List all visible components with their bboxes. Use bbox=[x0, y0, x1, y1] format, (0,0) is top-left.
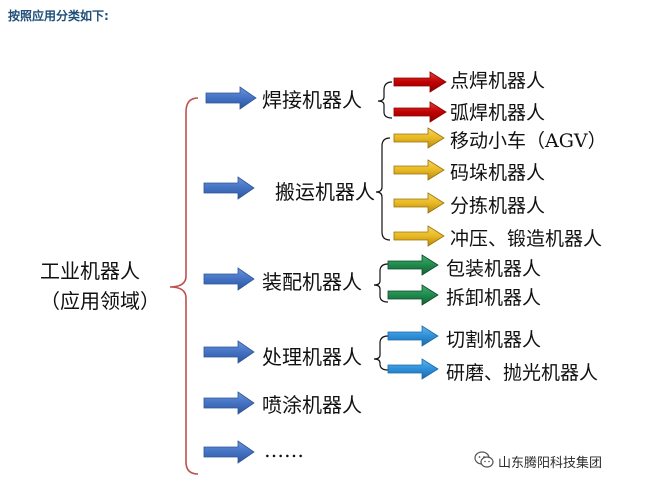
arrow-grinding bbox=[387, 358, 439, 380]
sub-brackets bbox=[373, 81, 393, 371]
category-assembly: 装配机器人 bbox=[262, 270, 362, 294]
arrow-palletizing bbox=[393, 159, 445, 181]
child-sorting: 分拣机器人 bbox=[450, 195, 546, 217]
root-node: 工业机器人 （应用领域） bbox=[40, 256, 160, 316]
arrow-handling bbox=[203, 176, 255, 200]
main-arrows bbox=[203, 86, 257, 464]
category-spraying: 喷涂机器人 bbox=[262, 393, 362, 417]
bracket-assembly bbox=[373, 263, 389, 303]
arrow-spot-welding bbox=[393, 71, 447, 93]
child-grinding-polishing: 研磨、抛光机器人 bbox=[446, 362, 599, 384]
child-arrows bbox=[387, 71, 447, 380]
arrow-processing bbox=[203, 340, 255, 364]
watermark-text: 山东腾阳科技集团 bbox=[498, 456, 603, 471]
child-arc-welding: 弧焊机器人 bbox=[450, 102, 546, 124]
arrow-cutting bbox=[387, 325, 439, 347]
child-stamping-forging: 冲压、锻造机器人 bbox=[450, 228, 603, 250]
main-bracket bbox=[169, 97, 199, 475]
child-packaging: 包装机器人 bbox=[446, 258, 542, 280]
category-processing: 处理机器人 bbox=[262, 345, 362, 369]
bracket-handling bbox=[375, 137, 391, 241]
child-spot-welding: 点焊机器人 bbox=[450, 70, 546, 92]
category-welding: 焊接机器人 bbox=[262, 88, 362, 112]
arrow-welding bbox=[205, 86, 257, 110]
child-cutting: 切割机器人 bbox=[446, 329, 542, 351]
bracket-welding bbox=[377, 81, 393, 119]
arrow-spraying bbox=[203, 391, 255, 415]
arrow-packaging bbox=[387, 254, 439, 276]
bracket-processing bbox=[373, 335, 389, 371]
root-subtitle: （应用领域） bbox=[40, 289, 160, 313]
arrow-assembly bbox=[203, 267, 255, 291]
arrow-disassembly bbox=[387, 284, 439, 306]
child-palletizing: 码垛机器人 bbox=[450, 162, 546, 184]
wechat-icon bbox=[474, 451, 494, 468]
category-more: …… bbox=[264, 438, 304, 462]
arrow-more bbox=[203, 440, 255, 464]
arrow-stamping bbox=[393, 225, 445, 247]
child-agv: 移动小车（AGV） bbox=[450, 130, 607, 152]
category-handling: 搬运机器人 bbox=[275, 180, 375, 204]
arrow-sorting bbox=[393, 192, 445, 214]
arrow-agv bbox=[393, 127, 445, 149]
arrow-arc-welding bbox=[393, 101, 447, 123]
root-title: 工业机器人 bbox=[40, 259, 140, 283]
page-heading: 按照应用分类如下: bbox=[8, 9, 109, 23]
child-disassembly: 拆卸机器人 bbox=[446, 287, 542, 309]
